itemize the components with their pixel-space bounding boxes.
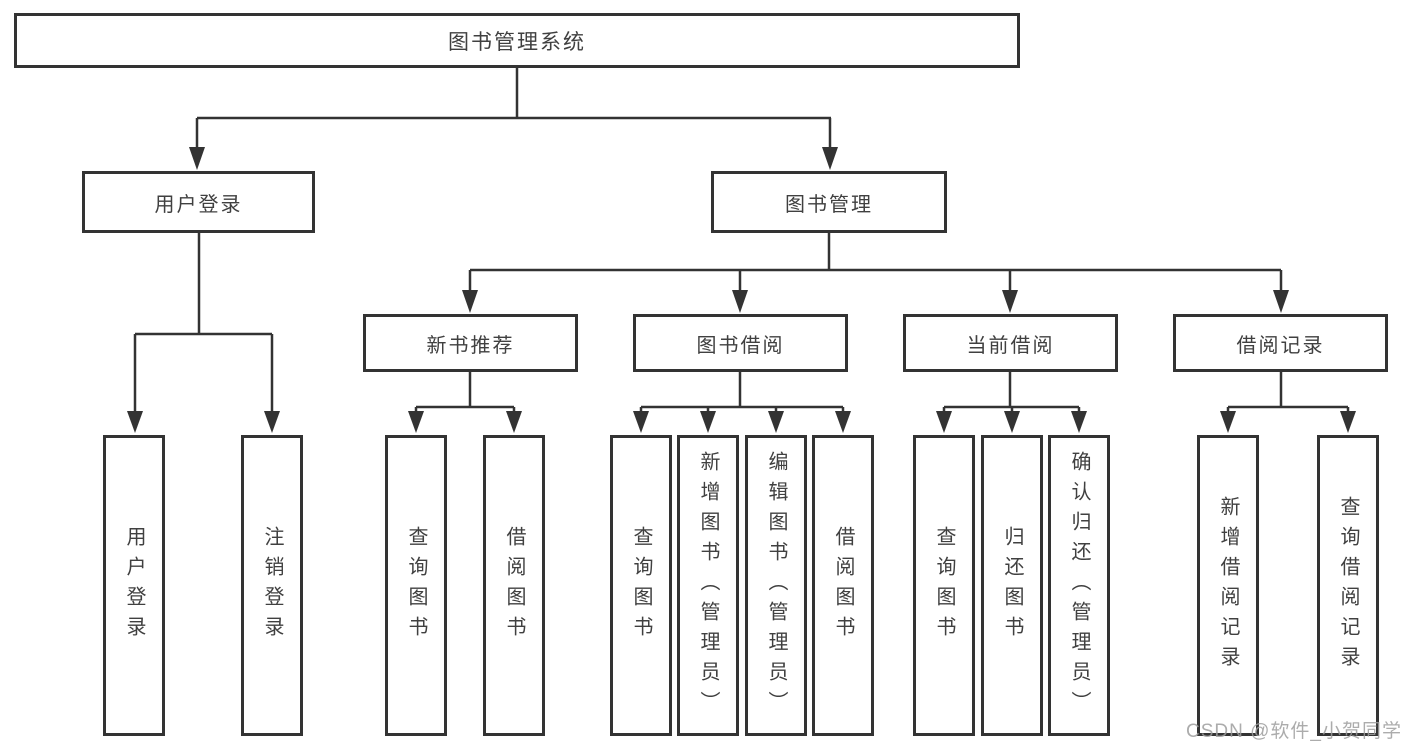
node-label: 图书借阅 — [696, 334, 785, 357]
leaf-label: 借阅图书 — [503, 525, 525, 646]
leaf-borrowing-add-books-admin: 新增图书（管理员） — [677, 435, 739, 736]
node-library-management-system: 图书管理系统 — [14, 13, 1020, 68]
leaf-label: 查询图书 — [630, 525, 652, 646]
connector-new-book-recommend-to-leaves — [408, 372, 522, 433]
node-current-borrowing: 当前借阅 — [903, 314, 1118, 372]
leaf-label: 新增图书（管理员） — [697, 450, 719, 721]
leaf-label: 用户登录 — [123, 525, 145, 646]
leaf-label: 新增借阅记录 — [1217, 495, 1239, 676]
leaf-borrowing-borrow-books: 借阅图书 — [812, 435, 874, 736]
leaf-label: 确认归还（管理员） — [1068, 450, 1090, 721]
leaf-label: 查询图书 — [933, 525, 955, 646]
node-label: 图书管理系统 — [448, 30, 586, 54]
node-label: 用户登录 — [154, 193, 243, 216]
node-new-book-recommend: 新书推荐 — [363, 314, 578, 372]
leaf-new-book-borrow-books: 借阅图书 — [483, 435, 545, 736]
leaf-label: 归还图书 — [1001, 525, 1023, 646]
node-user-login: 用户登录 — [82, 171, 315, 233]
node-label: 新书推荐 — [426, 334, 515, 357]
leaf-borrowing-edit-books-admin: 编辑图书（管理员） — [745, 435, 807, 736]
leaf-user-login: 用户登录 — [103, 435, 165, 736]
leaf-current-return-books: 归还图书 — [981, 435, 1043, 736]
leaf-label: 查询图书 — [405, 525, 427, 646]
leaf-new-book-query-books: 查询图书 — [385, 435, 447, 736]
node-book-management: 图书管理 — [711, 171, 947, 233]
leaf-label: 借阅图书 — [832, 525, 854, 646]
node-label: 图书管理 — [785, 193, 873, 216]
node-label: 借阅记录 — [1236, 334, 1325, 357]
connector-user-login-to-leaves — [127, 233, 280, 433]
leaf-records-add-record: 新增借阅记录 — [1197, 435, 1259, 736]
leaf-label: 注销登录 — [261, 525, 283, 646]
leaf-label: 查询借阅记录 — [1337, 495, 1359, 676]
connector-book-management-to-level3 — [462, 233, 1289, 313]
leaf-label: 编辑图书（管理员） — [765, 450, 787, 721]
leaf-logout: 注销登录 — [241, 435, 303, 736]
leaf-records-query-record: 查询借阅记录 — [1317, 435, 1379, 736]
connector-book-borrowing-to-leaves — [633, 372, 851, 433]
connector-current-borrowing-to-leaves — [936, 372, 1087, 433]
leaf-borrowing-query-books: 查询图书 — [610, 435, 672, 736]
leaf-current-query-books: 查询图书 — [913, 435, 975, 736]
connector-borrowing-records-to-leaves — [1220, 372, 1356, 433]
node-book-borrowing: 图书借阅 — [633, 314, 848, 372]
leaf-current-confirm-return-admin: 确认归还（管理员） — [1048, 435, 1110, 736]
csdn-watermark: CSDN @软件_小贺同学 — [1186, 721, 1402, 742]
node-borrowing-records: 借阅记录 — [1173, 314, 1388, 372]
connector-root-to-level2 — [189, 68, 838, 170]
node-label: 当前借阅 — [966, 334, 1055, 357]
